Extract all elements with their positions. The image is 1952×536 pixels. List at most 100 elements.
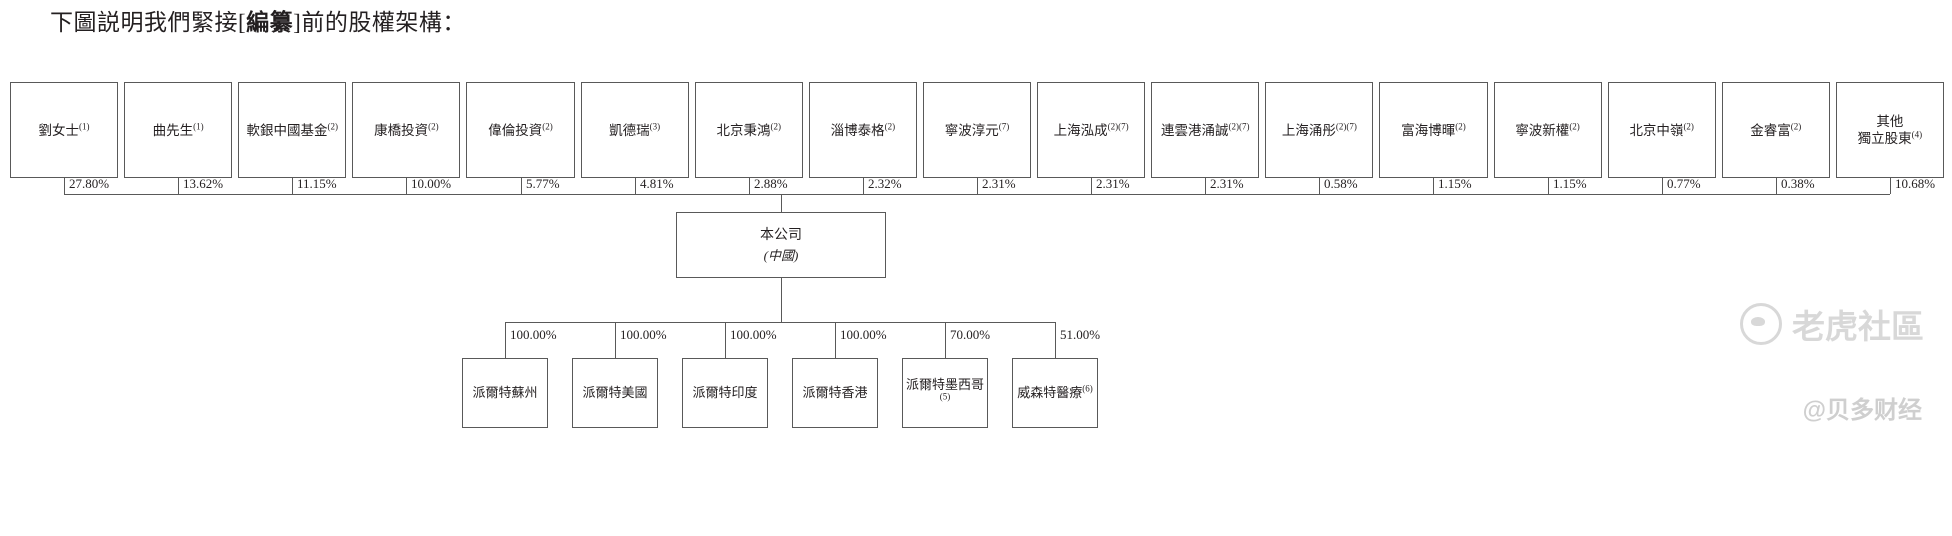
shareholder-connector: [1205, 178, 1206, 194]
subsidiary-name: 派爾特蘇州: [472, 385, 538, 400]
subsidiary-connector: [945, 322, 946, 358]
shareholder-box[interactable]: 凱德瑞(3): [580, 82, 689, 178]
company-name: 本公司: [760, 227, 802, 243]
subsidiary-bus-line: [505, 322, 1055, 323]
subsidiary-percentage: 100.00%: [840, 327, 887, 342]
shareholder-percentage: 2.31%: [982, 176, 1016, 191]
subsidiary-percentage: 70.00%: [950, 327, 991, 342]
shareholder-name: 寧波新權(2): [1515, 121, 1580, 138]
shareholder-percentage: 0.77%: [1667, 176, 1701, 191]
shareholder-percentage: 1.15%: [1438, 176, 1472, 191]
shareholder-box[interactable]: 其他獨立股東(4): [1835, 82, 1944, 178]
shareholder-name: 軟銀中國基金(2): [246, 121, 339, 138]
shareholder-name: 凱德瑞(3): [609, 121, 661, 138]
shareholder-name: 淄博泰格(2): [830, 121, 896, 138]
shareholder-connector: [521, 178, 522, 194]
shareholder-connector: [406, 178, 407, 194]
subsidiary-name: 派爾特印度: [692, 385, 758, 400]
watermark-beiduo: @贝多财经: [1802, 397, 1922, 424]
subsidiary-percentage: 100.00%: [620, 327, 667, 342]
subsidiary-connector: [615, 322, 616, 358]
shareholder-box[interactable]: 劉女士(1): [10, 82, 119, 178]
subsidiary-box[interactable]: 派爾特香港: [792, 358, 878, 428]
shareholder-box[interactable]: 軟銀中國基金(2): [238, 82, 347, 178]
subsidiary-box[interactable]: 派爾特墨西哥(5): [902, 358, 988, 428]
shareholder-connector: [1776, 178, 1777, 194]
company-region: (中國): [763, 247, 799, 263]
shareholder-percentage: 11.15%: [297, 176, 337, 191]
shareholder-name: 上海涌彤(2)(7): [1281, 121, 1357, 138]
shareholder-connector: [292, 178, 293, 194]
page-title: 下圖説明我們緊接[編纂]前的股權架構：: [50, 6, 466, 40]
shareholder-percentage: 0.58%: [1324, 176, 1358, 191]
subsidiary-box[interactable]: 威森特醫療(6): [1012, 358, 1098, 428]
title-suffix: ]前的股權架構：: [293, 10, 466, 35]
shareholder-box[interactable]: 連雲港涌誠(2)(7): [1151, 82, 1260, 178]
shareholder-name: 北京中嶺(2): [1629, 121, 1694, 138]
subsidiary-name: 派爾特美國: [582, 385, 648, 400]
shareholder-percentage: 2.31%: [1210, 176, 1244, 191]
shareholder-percentage: 27.80%: [69, 176, 110, 191]
shareholder-box[interactable]: 北京中嶺(2): [1607, 82, 1716, 178]
subsidiary-connector: [1055, 322, 1056, 358]
shareholder-box[interactable]: 北京秉鴻(2): [694, 82, 803, 178]
shareholder-box[interactable]: 富海博暉(2): [1379, 82, 1488, 178]
company-box[interactable]: 本公司 (中國): [676, 212, 886, 278]
shareholder-name: 上海泓成(2)(7): [1053, 121, 1129, 138]
subsidiary-box[interactable]: 派爾特美國: [572, 358, 658, 428]
subsidiary-percentage: 51.00%: [1060, 327, 1101, 342]
shareholder-percentage: 10.00%: [411, 176, 452, 191]
shareholder-box[interactable]: 上海泓成(2)(7): [1037, 82, 1146, 178]
shareholder-percentage: 2.31%: [1096, 176, 1130, 191]
shareholder-bus-line: [64, 194, 1890, 195]
shareholder-connector: [1319, 178, 1320, 194]
shareholder-name: 北京秉鴻(2): [716, 121, 782, 138]
shareholder-percentage: 0.38%: [1781, 176, 1815, 191]
shareholder-percentage: 13.62%: [183, 176, 224, 191]
shareholder-connector: [1091, 178, 1092, 194]
shareholder-box[interactable]: 曲先生(1): [124, 82, 233, 178]
shareholder-box[interactable]: 寧波淳元(7): [922, 82, 1032, 178]
tiger-logo-icon: [1740, 303, 1782, 345]
subsidiary-connector: [835, 322, 836, 358]
title-prefix: 下圖説明我們緊接[: [50, 10, 247, 35]
shareholder-box[interactable]: 康橋投資(2): [352, 82, 461, 178]
shareholder-connector: [1433, 178, 1434, 194]
shareholder-percentage: 2.88%: [754, 176, 788, 191]
shareholder-connector: [977, 178, 978, 194]
subsidiary-box[interactable]: 派爾特印度: [682, 358, 768, 428]
subsidiary-name: 威森特醫療(6): [1017, 383, 1093, 400]
shareholder-box[interactable]: 淄博泰格(2): [808, 82, 917, 178]
bus-to-company-connector: [781, 194, 782, 212]
title-bracket-term: 編纂: [246, 10, 294, 35]
shareholder-name: 其他獨立股東(4): [1857, 114, 1923, 146]
shareholder-percentage: 1.15%: [1553, 176, 1587, 191]
shareholder-name: 康橋投資(2): [374, 121, 439, 138]
shareholder-percentage: 2.32%: [868, 176, 902, 191]
shareholder-percentage: 10.68%: [1895, 176, 1936, 191]
shareholder-connector: [1548, 178, 1549, 194]
shareholder-connector: [64, 178, 65, 194]
shareholder-name: 寧波淳元(7): [944, 121, 1010, 138]
shareholder-connector: [1662, 178, 1663, 194]
subsidiary-percentage: 100.00%: [730, 327, 777, 342]
shareholder-connector: [635, 178, 636, 194]
subsidiary-box[interactable]: 派爾特蘇州: [462, 358, 548, 428]
watermark-tiger: 老虎社區: [1740, 300, 1924, 348]
shareholder-name: 偉倫投資(2): [488, 121, 553, 138]
subsidiary-name: 派爾特香港: [802, 385, 868, 400]
shareholder-box[interactable]: 偉倫投資(2): [466, 82, 575, 178]
shareholder-box[interactable]: 金睿富(2): [1721, 82, 1830, 178]
watermark-tiger-text: 老虎社區: [1792, 308, 1924, 345]
shareholder-connector: [863, 178, 864, 194]
shareholder-name: 劉女士(1): [38, 121, 90, 138]
subsidiary-percentage: 100.00%: [510, 327, 557, 342]
subsidiary-name: 派爾特墨西哥(5): [906, 377, 985, 402]
shareholder-name: 曲先生(1): [152, 121, 204, 138]
shareholder-box[interactable]: 上海涌彤(2)(7): [1265, 82, 1374, 178]
shareholder-connector: [1890, 178, 1891, 194]
shareholder-box[interactable]: 寧波新權(2): [1493, 82, 1602, 178]
subsidiary-connector: [505, 322, 506, 358]
shareholder-name: 富海博暉(2): [1401, 121, 1466, 138]
